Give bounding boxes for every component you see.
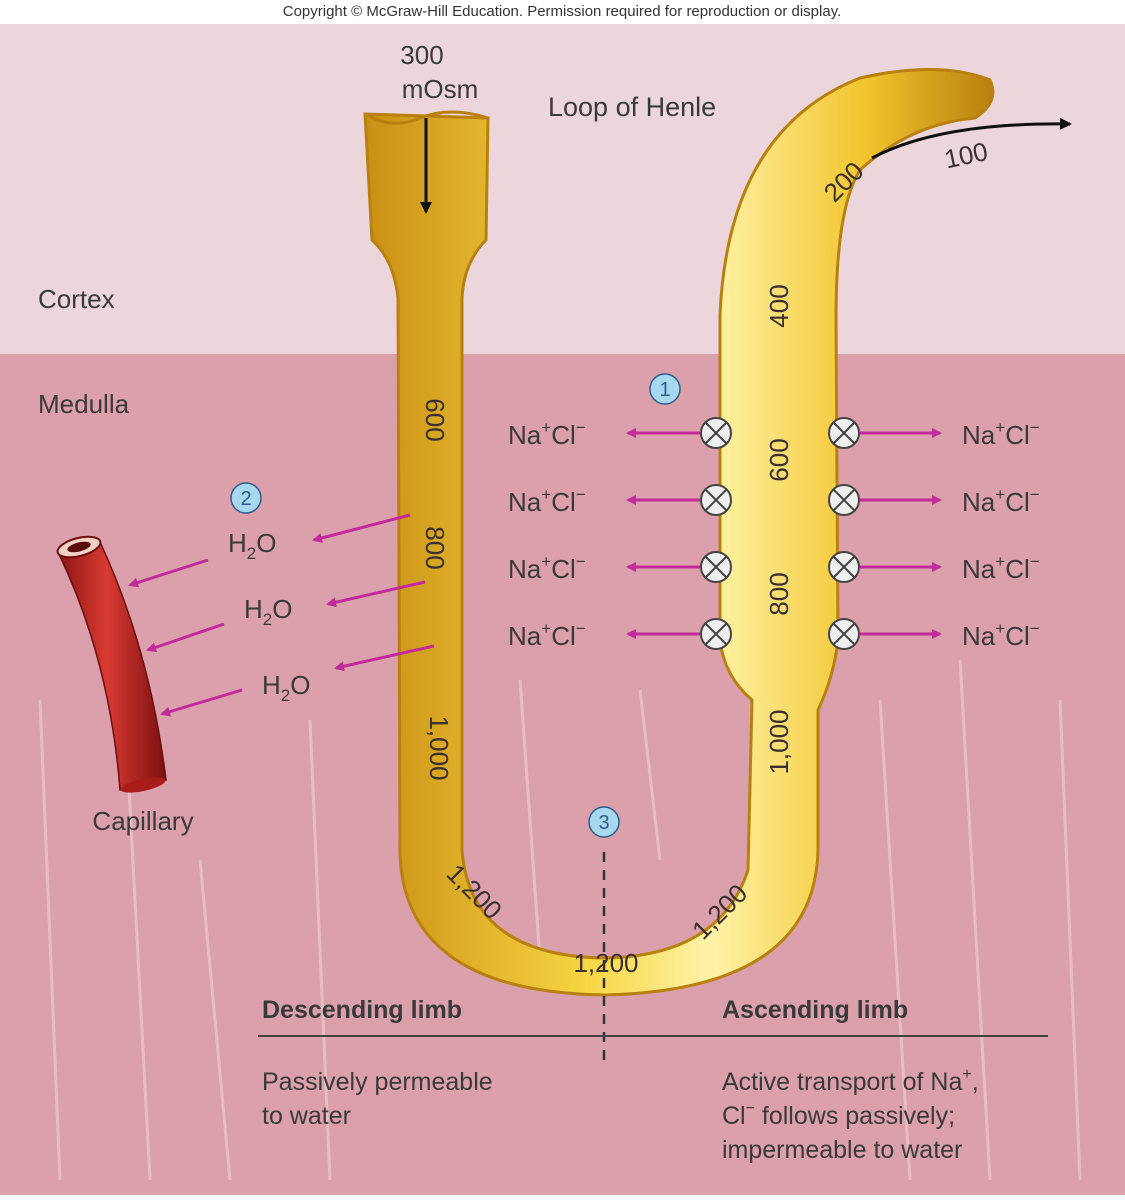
nacl-label: Na+Cl− xyxy=(962,619,1040,651)
step-3-badge: 3 xyxy=(588,806,620,838)
copyright-text: Copyright © McGraw-Hill Education. Permi… xyxy=(283,3,842,20)
medulla-label: Medulla xyxy=(38,389,130,419)
descending-value-600: 600 xyxy=(420,398,450,441)
water-arrow xyxy=(128,558,209,588)
ascending-value-800: 800 xyxy=(764,572,794,615)
capillary-label: Capillary xyxy=(92,806,193,836)
ascending-desc-line3: impermeable to water xyxy=(722,1136,962,1164)
ascending-value-400: 400 xyxy=(764,284,794,327)
descending-desc-line2: to water xyxy=(262,1102,351,1130)
nacl-pumps-inner xyxy=(700,417,732,650)
water-label: H2O xyxy=(244,594,292,629)
step-2-badge: 2 xyxy=(230,482,262,514)
bottom-value-1200: 1,200 xyxy=(573,948,638,978)
descending-limb-heading: Descending limb xyxy=(262,996,462,1024)
descending-value-1000: 1,000 xyxy=(424,715,454,780)
descending-desc-line1: Passively permeable xyxy=(262,1068,493,1096)
water-arrows-from-tubule xyxy=(312,513,435,672)
nacl-label: Na+Cl− xyxy=(508,619,586,651)
input-osmolarity-unit: mOsm xyxy=(402,74,479,104)
outflow-arrow xyxy=(871,117,1072,160)
step-3-number: 3 xyxy=(598,812,609,834)
pump-icon xyxy=(700,484,732,516)
nacl-label: Na+Cl− xyxy=(962,485,1040,517)
ascending-desc-line2: Cl− follows passively; xyxy=(722,1100,955,1130)
nacl-arrows-right xyxy=(860,428,942,639)
water-label: H2O xyxy=(262,670,310,705)
tubule-body xyxy=(363,68,995,997)
ascending-desc-line1: Active transport of Na+, xyxy=(722,1066,979,1096)
nacl-labels-right: Na+Cl− Na+Cl− Na+Cl− Na+Cl− xyxy=(962,418,1040,651)
water-arrow xyxy=(312,513,411,543)
loop-of-henle-title: Loop of Henle xyxy=(548,92,716,122)
water-arrow xyxy=(334,644,435,672)
nacl-labels-left: Na+Cl− Na+Cl− Na+Cl− Na+Cl− xyxy=(508,418,586,651)
ascending-value-1000: 1,000 xyxy=(764,709,794,774)
nacl-label: Na+Cl− xyxy=(962,418,1040,450)
nacl-pumps-outer xyxy=(828,417,860,650)
bottom-band xyxy=(0,1195,1125,1200)
water-label: H2O xyxy=(228,528,276,563)
pump-icon xyxy=(828,417,860,449)
pump-icon xyxy=(828,551,860,583)
water-arrow xyxy=(326,580,426,608)
water-arrows-to-capillary xyxy=(128,558,243,717)
water-arrow xyxy=(146,622,225,653)
step-1-number: 1 xyxy=(659,379,670,401)
nacl-label: Na+Cl− xyxy=(508,485,586,517)
nacl-label: Na+Cl− xyxy=(508,552,586,584)
ascending-value-600: 600 xyxy=(764,438,794,481)
cortex-label: Cortex xyxy=(38,284,115,314)
input-osmolarity-value: 300 xyxy=(400,40,443,70)
capillary-vessel xyxy=(56,535,167,793)
descending-value-800: 800 xyxy=(420,526,450,569)
pump-icon xyxy=(700,417,732,449)
loop-tubule xyxy=(363,68,995,997)
tubule-open-end xyxy=(364,110,489,125)
ascending-limb-heading: Ascending limb xyxy=(722,996,908,1024)
pump-icon xyxy=(828,618,860,650)
pump-icon xyxy=(828,484,860,516)
water-arrow xyxy=(160,688,243,717)
copyright-band xyxy=(0,0,1125,24)
step-2-number: 2 xyxy=(240,488,251,510)
nacl-arrows-left xyxy=(626,428,700,639)
nacl-label: Na+Cl− xyxy=(962,552,1040,584)
step-1-badge: 1 xyxy=(649,373,681,405)
nacl-label: Na+Cl− xyxy=(508,418,586,450)
pump-icon xyxy=(700,551,732,583)
pump-icon xyxy=(700,618,732,650)
